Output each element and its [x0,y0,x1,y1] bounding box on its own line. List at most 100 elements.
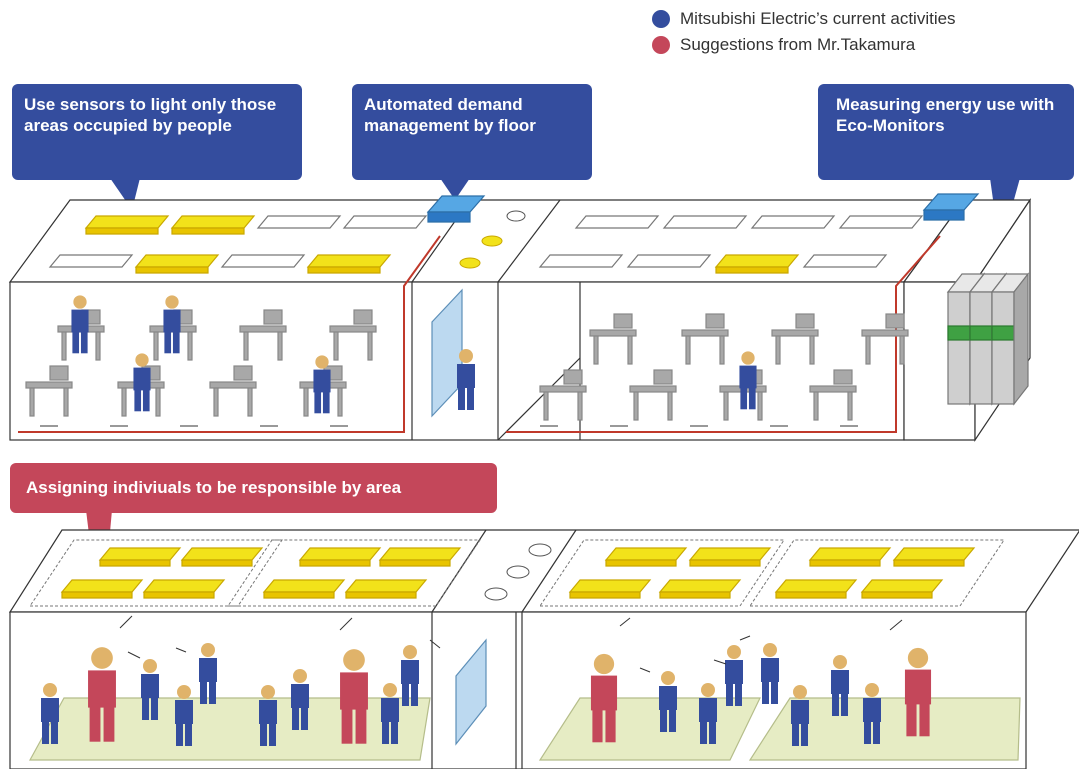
ceiling-light-on [344,579,428,593]
person-leg [142,696,149,720]
person-body [340,672,368,710]
ceiling-light-on [306,254,392,268]
ceiling-light-on [714,254,800,268]
person-leg [832,692,839,716]
person-head [727,645,741,659]
top-partition-2 [497,199,561,283]
bottom-partition-2 [521,529,577,613]
person-figure [291,669,309,730]
person-leg [801,722,808,746]
person-figure [457,349,475,410]
person-body [175,700,193,724]
callout-sensors: Use sensors to light only those areas oc… [12,84,302,180]
desk-leg [333,331,339,361]
ceiling-light-on-edge [809,559,881,567]
ceiling-fixture-icon [481,235,503,247]
desk-monitor [833,369,853,385]
legend-item-current: Mitsubishi Electric’s current activities [652,6,956,32]
ceiling-light-on [98,547,182,561]
direction-arrow-icon [713,659,727,665]
person-leg [151,696,158,720]
floor-zone-carpet [748,697,1021,761]
person-body [831,670,849,694]
person-head [177,685,191,699]
person-leg [605,707,616,743]
desk-top [209,381,257,389]
person-leg [292,706,299,730]
desk-leg [667,391,673,421]
person-body [41,698,59,722]
ceiling-light-on [860,579,944,593]
ceiling-fixture-icon [506,210,526,222]
person-figure [401,645,419,706]
desk-leg [213,387,219,417]
person-leg [172,330,180,354]
desk-leg [593,335,599,365]
eco-monitor-side [1013,272,1029,406]
person-leg [709,720,716,744]
ceiling-light-on-edge [345,591,417,599]
desk-leg [775,335,781,365]
desk [539,369,587,421]
desk-monitor [233,365,253,381]
person-body [163,309,181,333]
direction-arrow-icon [119,615,133,629]
desk-leg [153,331,159,361]
ceiling-light-on [60,579,144,593]
zone-outline [749,539,1005,607]
direction-arrow-icon [739,635,751,641]
person-leg [402,682,409,706]
person-leg [200,680,207,704]
ceiling-light-on [180,547,264,561]
door-icon [431,288,463,418]
desk [681,313,729,365]
desk-leg [121,387,127,417]
person-figure [739,351,757,410]
desk-leg [187,331,193,361]
ceiling-fixture-icon [459,257,481,269]
ceiling-light-off [256,215,342,229]
callout-pointer-demand [440,178,470,200]
ceiling-light-on-edge [379,559,451,567]
person-body [71,309,89,333]
person-head [73,295,87,309]
ceiling-fixture-icon [484,587,508,601]
desk-top [861,329,909,337]
direction-arrow-icon [175,647,187,653]
ceiling-light-on-edge [61,591,133,599]
desk [629,369,677,421]
person-figure [904,647,932,737]
person-body [863,698,881,722]
person-leg [841,692,848,716]
door-icon [455,638,487,746]
ceiling-light-on [688,547,772,561]
person-leg [669,708,676,732]
desk-top [771,329,819,337]
person-head [403,645,417,659]
person-body [904,669,932,705]
desk-monitor [353,309,373,325]
desk-leg [337,387,343,417]
direction-arrow-icon [339,617,353,631]
person-body [401,660,419,684]
person-leg [42,720,49,744]
desk-monitor [885,313,905,329]
person-leg [660,708,667,732]
person-head [343,649,365,671]
person-leg [919,701,930,737]
desk [299,365,347,417]
eco-monitor-panel [947,291,971,405]
person-head [701,683,715,697]
direction-arrow-icon [619,617,631,627]
person-leg [185,722,192,746]
person-body [88,670,116,708]
ceiling-light-off [48,254,134,268]
person-body [291,684,309,708]
person-figure [259,685,277,746]
control-wire [18,235,441,433]
person-leg [411,682,418,706]
desk-leg [847,391,853,421]
desk-leg [61,331,67,361]
person-leg [341,706,353,744]
direction-arrow-icon [429,639,441,649]
